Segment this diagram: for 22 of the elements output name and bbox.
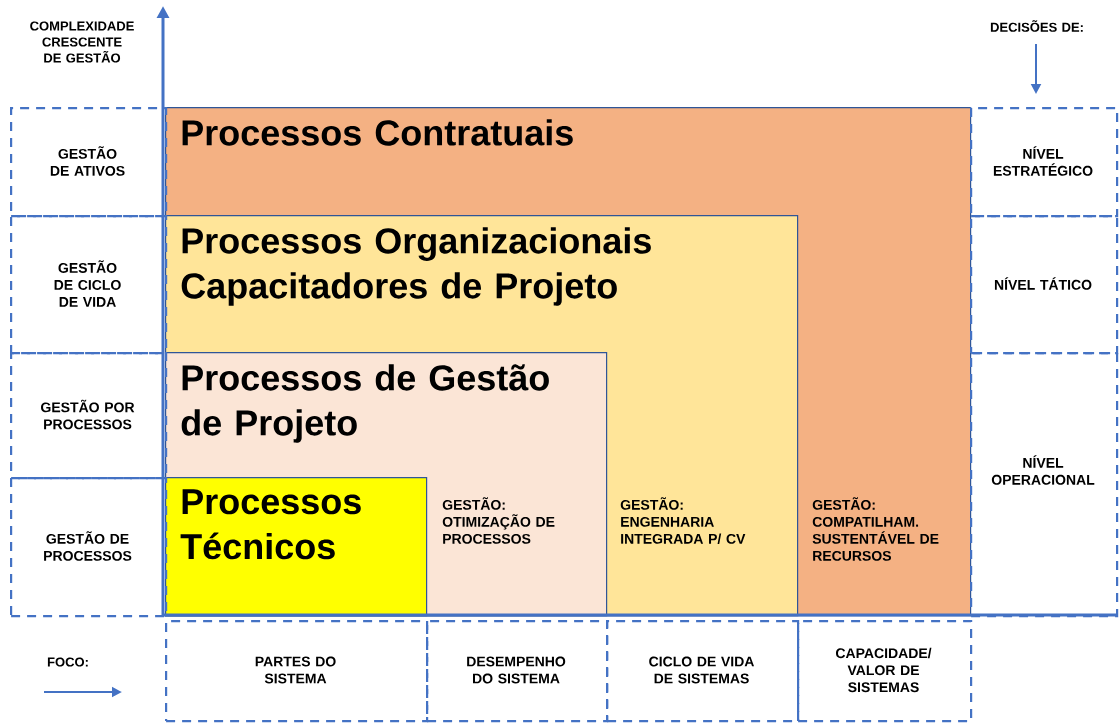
box-title: Processos de Gestão de Projeto — [181, 364, 549, 443]
table-cell: NÍVEL TÁTICO — [970, 215, 1119, 355]
axis-label: COMPLEXIDADE CRESCENTE DE GESTÃO — [30, 21, 134, 63]
box-note: GESTÃO: OTIMIZAÇÃO DE PROCESSOS — [442, 497, 555, 544]
box-note: GESTÃO: ENGENHARIA INTEGRADA P/ CV — [620, 497, 746, 544]
table-cell: PARTES DO SISTEMA — [165, 620, 429, 723]
table-cell: GESTÃO POR PROCESSOS — [10, 352, 168, 480]
process-box — [165, 477, 428, 617]
box-title: Processos Organizacionais Capacitadores de Projeto — [181, 227, 651, 306]
table-cell: NÍVEL ESTRATÉGICO — [970, 107, 1119, 218]
table-cell: GESTÃO DE PROCESSOS — [10, 477, 168, 618]
table-cell: NÍVEL OPERACIONAL — [970, 352, 1119, 618]
axis-label: FOCO: — [47, 657, 88, 667]
axis-label: DECISÕES DE: — [990, 20, 1083, 32]
box-note: GESTÃO: COMPATILHAM. SUSTENTÁVEL DE RECURSOS — [812, 497, 939, 561]
box-title: Processos Contratuais — [182, 119, 573, 146]
table-cell: DESEMPENHO DO SISTEMA — [426, 620, 609, 723]
table-cell: CICLO DE VIDA DE SISTEMAS — [606, 620, 800, 723]
table-cell: CAPACIDADE/ VALOR DE SISTEMAS — [797, 620, 973, 723]
box-title: Processos Técnicos — [180, 489, 361, 560]
table-cell: GESTÃO DE CICLO DE VIDA — [10, 215, 168, 355]
table-cell: GESTÃO DE ATIVOS — [10, 107, 168, 218]
